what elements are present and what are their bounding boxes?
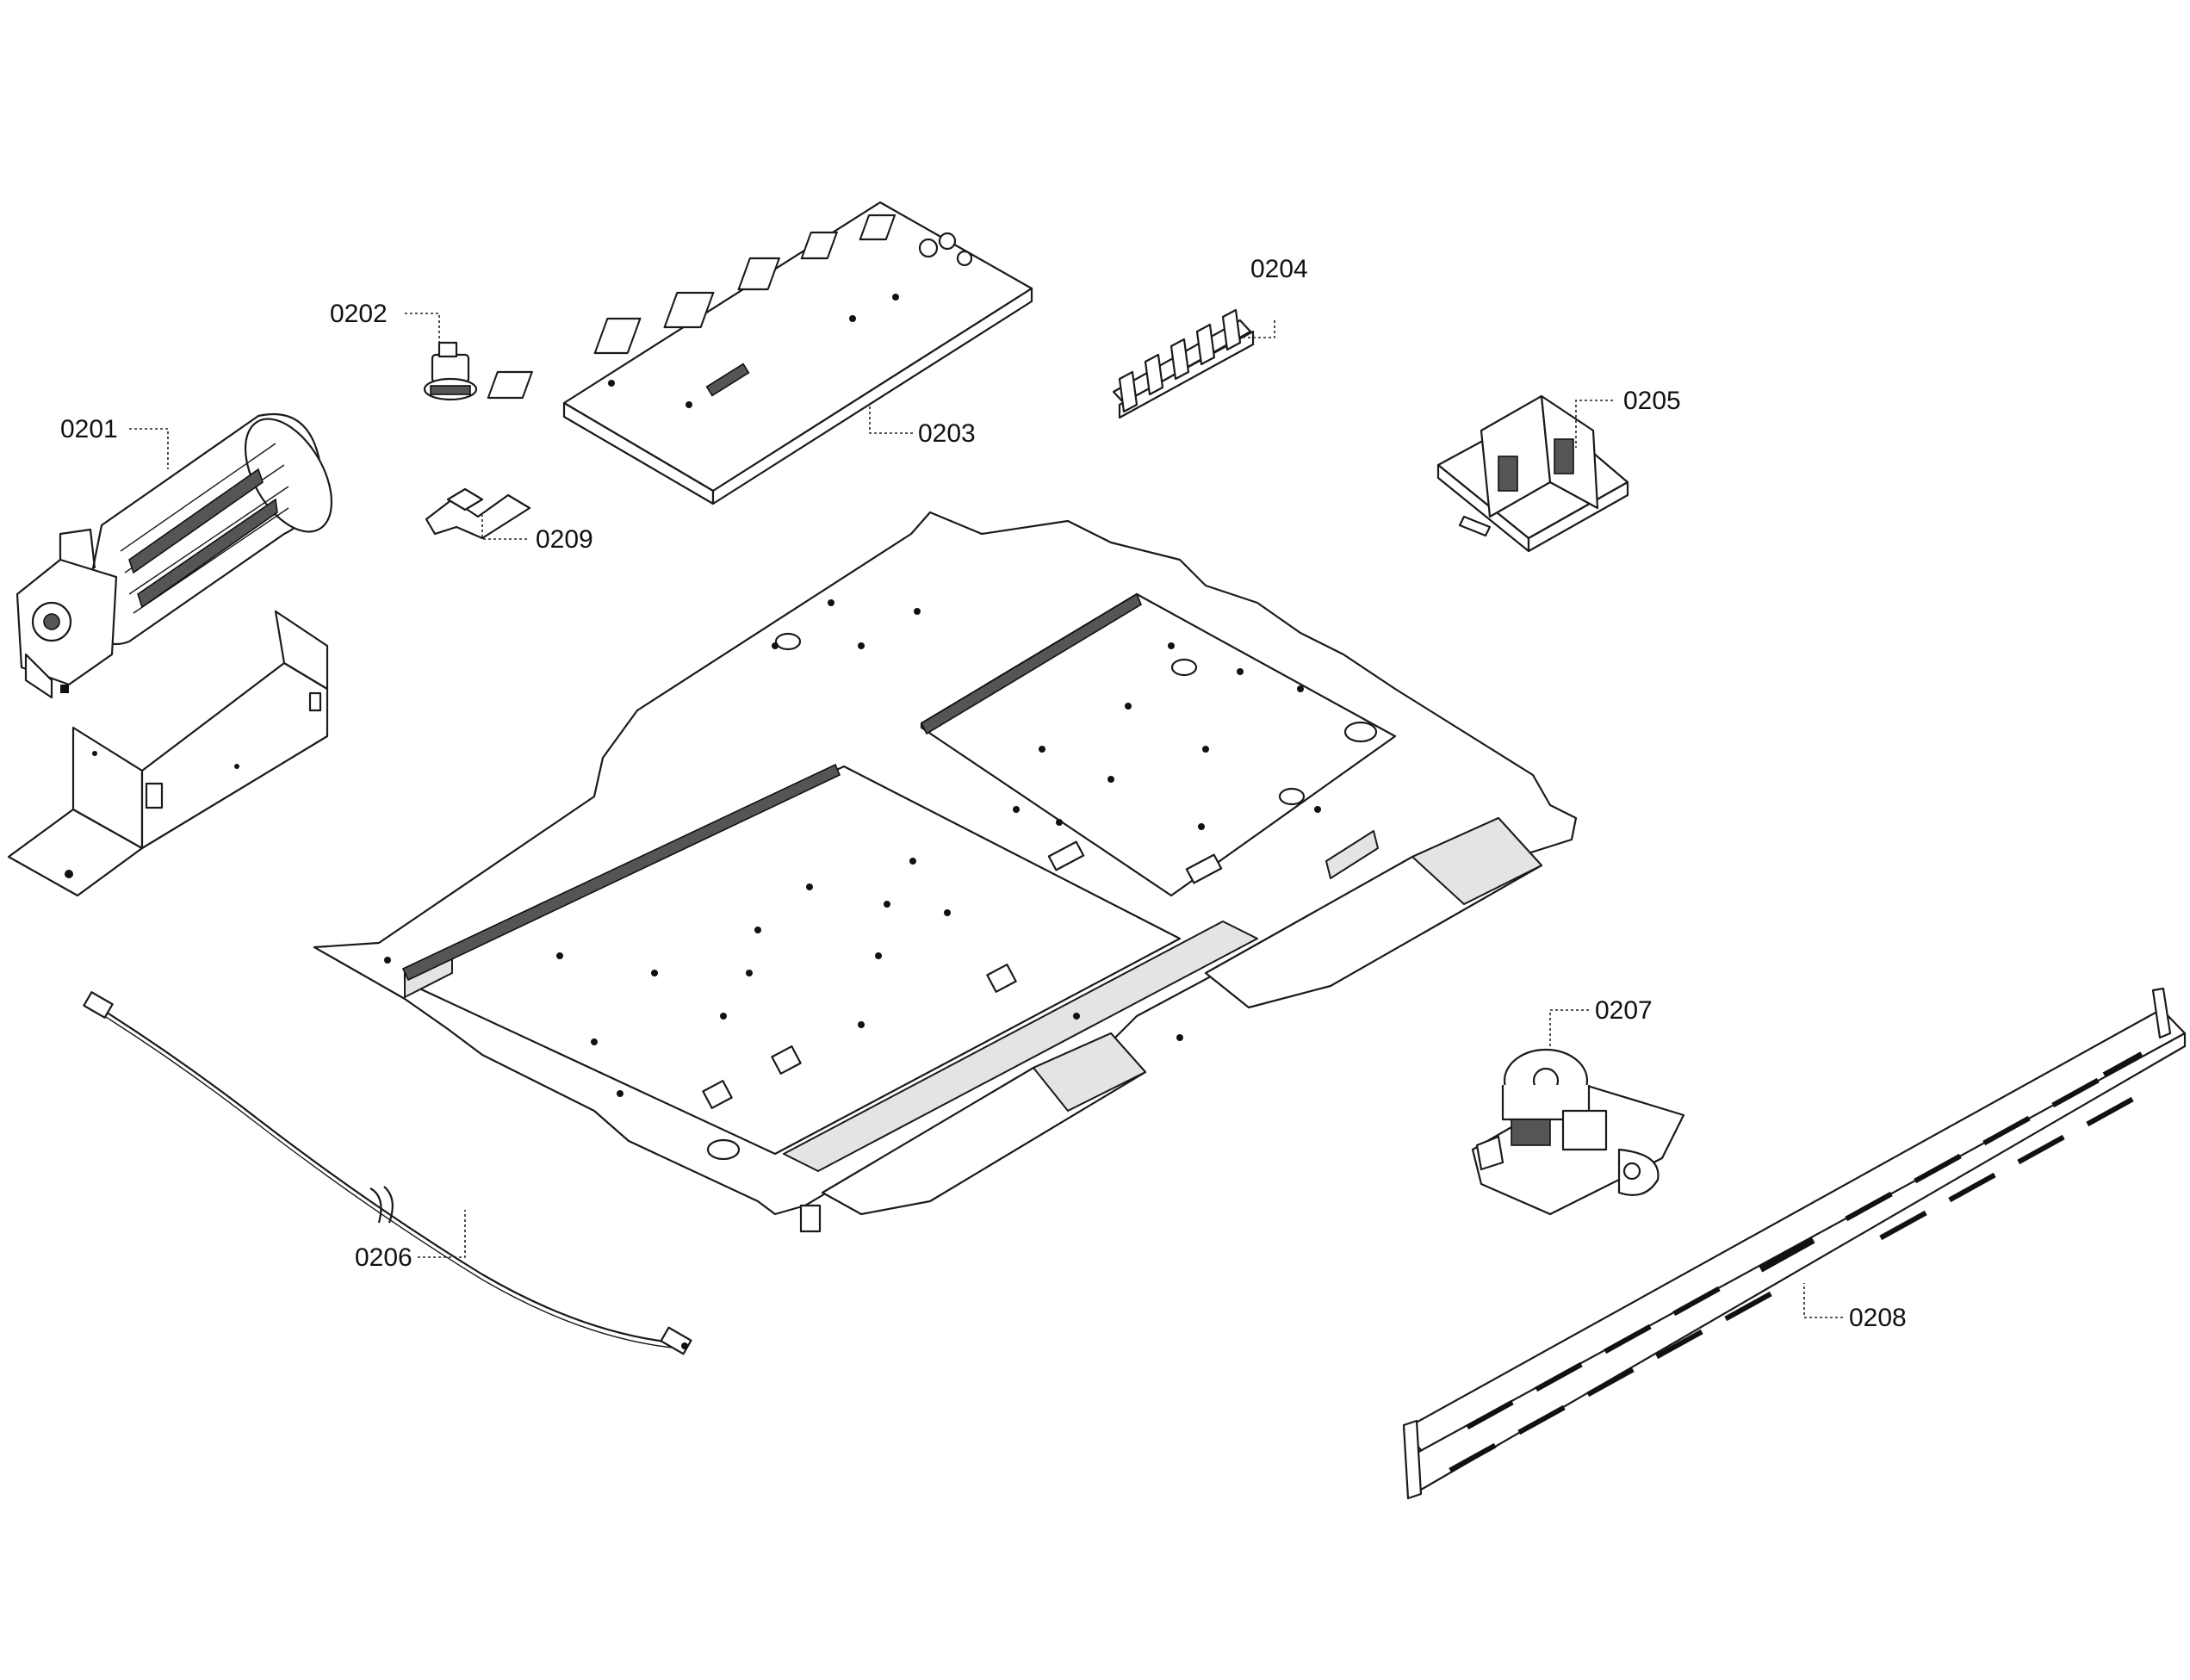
base-plate	[313, 511, 1578, 1233]
mounting-bracket[interactable]	[425, 487, 531, 540]
door-lock-motor[interactable]	[1471, 1048, 1685, 1216]
label-0202: 0202	[330, 300, 388, 328]
label-0208: 0208	[1849, 1304, 1907, 1332]
vent-slots	[1449, 1051, 2143, 1473]
temperature-sensor-probe[interactable]	[83, 991, 692, 1355]
label-0201: 0201	[60, 415, 118, 443]
relay-module[interactable]	[1436, 394, 1629, 553]
callout-labels: 0201 0202 0203 0204 0205 0206 0207 0208 …	[60, 255, 1907, 1332]
label-0206: 0206	[355, 1243, 413, 1272]
label-0205: 0205	[1623, 387, 1681, 415]
label-0203: 0203	[918, 419, 976, 448]
callout-leaders	[129, 313, 1843, 1318]
label-0207: 0207	[1595, 996, 1653, 1025]
fan-mounting-bracket[interactable]	[7, 610, 329, 897]
control-board[interactable]	[487, 201, 1033, 505]
thermostat[interactable]	[423, 341, 478, 401]
label-0204: 0204	[1250, 255, 1308, 283]
fan-motor-assembly[interactable]	[16, 405, 350, 699]
label-0209: 0209	[536, 525, 593, 554]
terminal-block[interactable]	[1112, 308, 1255, 419]
front-vent-rail[interactable]	[1402, 987, 2187, 1500]
